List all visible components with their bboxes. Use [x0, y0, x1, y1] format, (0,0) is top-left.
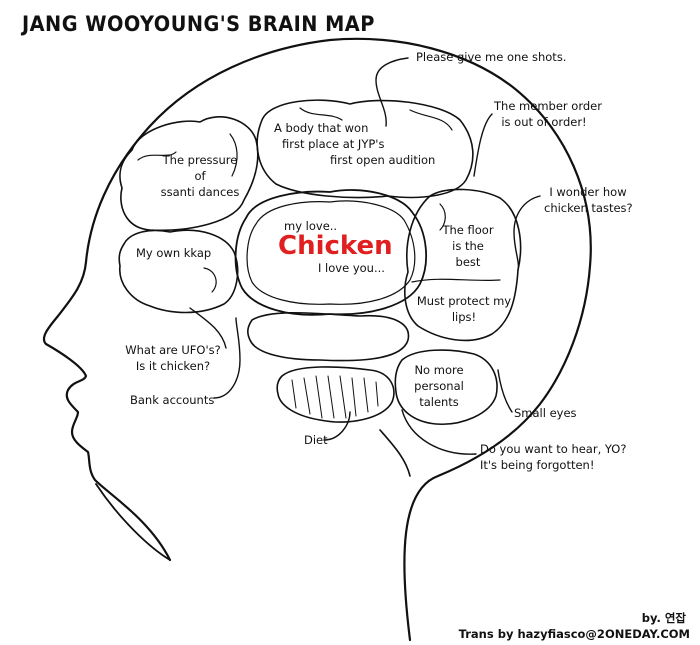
callout-diet: Diet — [304, 433, 328, 447]
callout-ufo: What are UFO's? Is it chicken? — [120, 342, 226, 374]
lobe-talents-shape — [394, 349, 498, 425]
lobe-pressure-fold — [137, 133, 238, 177]
callout-tastes-line: chicken tastes? — [544, 201, 633, 215]
lobe-floor-line: best — [455, 255, 481, 269]
lobe-kkap-fold — [203, 267, 217, 293]
pointer-shots — [375, 57, 409, 127]
callout-order-line: The member order — [494, 99, 602, 113]
callout-order: The member order is out of order! — [494, 98, 602, 130]
lobe-lips-line: lips! — [451, 310, 477, 324]
lobe-diet-stripes — [291, 375, 379, 419]
lobe-body-line: first place at JYP's — [282, 137, 385, 151]
jaw-line — [95, 483, 171, 561]
lobe-body-fold — [299, 107, 453, 131]
pointer-order — [473, 113, 493, 177]
callout-ufo-line: Is it chicken? — [135, 359, 211, 373]
lobe-body-line: first open audition — [330, 153, 436, 167]
lobe-pressure-line: The pressure — [162, 153, 238, 167]
center-bottom-label: I love you... — [318, 261, 385, 275]
credit-trans: Trans by hazyfiasco@2ONEDAY.COM — [458, 627, 690, 641]
lobe-talents-line: talents — [419, 395, 459, 409]
pointer-diet — [323, 411, 351, 441]
callout-yo-line: Do you want to hear, YO? — [480, 442, 627, 456]
pointer-yo — [401, 409, 477, 455]
page-title: JANG WOOYOUNG'S BRAIN MAP — [22, 12, 375, 36]
callout-yo: Do you want to hear, YO? It's being forg… — [480, 441, 626, 473]
lobe-kkap-shape — [118, 229, 239, 314]
brain-stem — [379, 429, 411, 477]
lobe-lips-line: Must protect my — [416, 294, 512, 308]
center-top-label: my love.. — [284, 219, 338, 233]
lobe-band-shape — [247, 311, 410, 362]
lobe-talents-label: No more personal talents — [404, 362, 474, 410]
lobe-talents-line: personal — [414, 379, 464, 393]
callout-tastes-line: I wonder how — [549, 185, 627, 199]
lobe-floor-label: The floor is the best — [430, 222, 506, 270]
head-outline — [42, 37, 592, 642]
lobe-pressure-shape — [119, 116, 259, 232]
lobe-body-label: A body that won first place at JYP's fir… — [274, 120, 435, 168]
pointer-bank — [213, 317, 241, 399]
lobe-pressure-line: ssanti dances — [160, 185, 240, 199]
pointer-ufo — [189, 307, 227, 349]
callout-tastes: I wonder how chicken tastes? — [544, 184, 633, 216]
lobe-pressure-label: The pressure of ssanti dances — [152, 152, 248, 200]
lobe-kkap-label: My own kkap — [136, 246, 212, 260]
lobe-right-shape — [404, 188, 522, 342]
pointer-tastes — [513, 195, 541, 271]
credit-by: by. 연잡 — [641, 611, 686, 625]
lobe-floor-line: is the — [452, 239, 484, 253]
lobe-pressure-line: of — [194, 169, 206, 183]
callout-yo-line: It's being forgotten! — [480, 458, 595, 472]
callout-bank: Bank accounts — [130, 393, 215, 407]
lobe-diet-shape — [276, 366, 395, 423]
lobe-floor-line: The floor — [442, 223, 494, 237]
callout-eyes: Small eyes — [514, 406, 577, 420]
lobe-body-shape — [256, 99, 474, 199]
lobe-center-inner — [246, 200, 416, 305]
pointer-eyes — [497, 369, 513, 413]
lobe-right-fold — [411, 203, 501, 283]
lobe-talents-line: No more — [414, 363, 464, 377]
callout-ufo-line: What are UFO's? — [125, 343, 221, 357]
lobe-body-line: A body that won — [274, 121, 369, 135]
callout-order-line: is out of order! — [501, 115, 587, 129]
callout-shots: Please give me one shots. — [416, 50, 567, 64]
lobe-center-shape — [234, 189, 427, 316]
chicken-label: Chicken — [278, 231, 393, 261]
lobe-lips-label: Must protect my lips! — [416, 293, 512, 325]
